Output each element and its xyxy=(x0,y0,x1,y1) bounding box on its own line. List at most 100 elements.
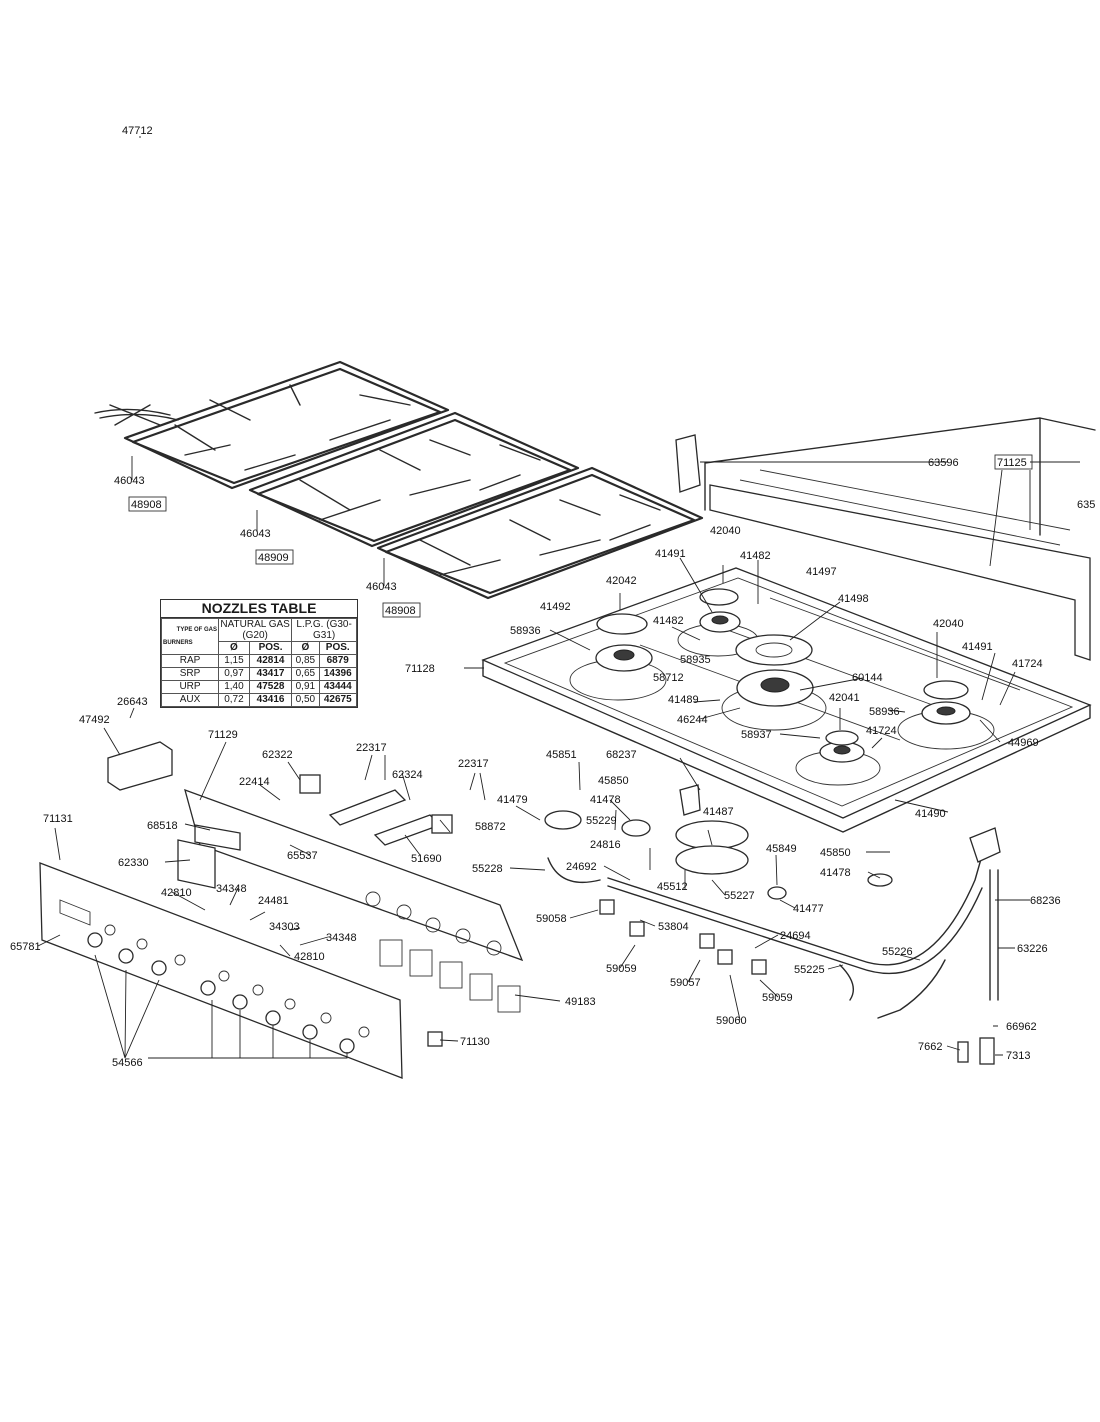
part-label: 41724 xyxy=(866,725,897,737)
lpg-pos-header: POS. xyxy=(318,641,358,655)
part-label: 46043 xyxy=(240,528,271,540)
part-label: 71129 xyxy=(208,729,238,741)
part-label: 66962 xyxy=(1006,1021,1037,1033)
part-label: 55227 xyxy=(724,890,755,902)
lpg-pos-cell: 42675 xyxy=(318,693,358,707)
leader-lines xyxy=(37,136,1080,1059)
part-label: 41491 xyxy=(655,548,686,560)
ng-pos-cell: 47528 xyxy=(248,680,293,694)
part-label: 71131 xyxy=(43,813,73,825)
part-label: 58936 xyxy=(869,706,900,718)
part-label: 45512 xyxy=(657,881,688,893)
lpg-diameter-cell: 0,50 xyxy=(291,693,320,707)
part-label: 41489 xyxy=(668,694,699,706)
part-label: 46043 xyxy=(366,581,397,593)
nozzles-table-title: NOZZLES TABLE xyxy=(161,600,357,618)
ng-diameter-cell: 0,97 xyxy=(218,667,250,681)
part-label: 60144 xyxy=(852,672,883,684)
part-label: 45849 xyxy=(766,843,797,855)
part-label: 63596 xyxy=(928,457,959,469)
ng-pos-header: POS. xyxy=(248,641,293,655)
part-label: 68518 xyxy=(147,820,178,832)
part-label: 59060 xyxy=(716,1015,747,1027)
burner-cell: URP xyxy=(161,680,219,694)
burner-cell: AUX xyxy=(161,693,219,707)
part-label: 635 xyxy=(1077,499,1095,511)
part-label: 42041 xyxy=(829,692,860,704)
part-label: 49183 xyxy=(565,996,596,1008)
ng-pos-cell: 43416 xyxy=(248,693,293,707)
part-label: 68237 xyxy=(606,749,637,761)
part-label: 24692 xyxy=(566,861,597,873)
ng-diameter-header: Ø xyxy=(218,641,250,655)
part-label: 51690 xyxy=(411,853,442,865)
part-label: 41490 xyxy=(915,808,946,820)
part-label: 44969 xyxy=(1008,737,1039,749)
lpg-diameter-cell: 0,85 xyxy=(291,654,320,668)
part-label: 59059 xyxy=(762,992,793,1004)
part-label: 48908 xyxy=(385,605,416,617)
part-label: 42810 xyxy=(294,951,325,963)
part-label: 41492 xyxy=(540,601,571,613)
part-label: 71128 xyxy=(405,663,435,675)
lpg-pos-cell: 14396 xyxy=(318,667,358,681)
part-label: 41477 xyxy=(793,903,824,915)
part-label: 46043 xyxy=(114,475,145,487)
burner-cell: RAP xyxy=(161,654,219,668)
part-label: 53804 xyxy=(658,921,689,933)
part-label: 63226 xyxy=(1017,943,1048,955)
part-label: 7313 xyxy=(1006,1050,1030,1062)
table-row: URP 1,40 47528 0,91 43444 xyxy=(161,680,358,694)
part-label: 42810 xyxy=(161,887,192,899)
burner-front xyxy=(795,730,881,786)
grate-illustrations xyxy=(94,360,704,600)
part-label: 62322 xyxy=(262,749,293,761)
ng-diameter-cell: 1,40 xyxy=(218,680,250,694)
table-row: RAP 1,15 42814 0,85 6879 xyxy=(161,654,358,668)
part-label: 24481 xyxy=(258,895,289,907)
nozzles-table: NOZZLES TABLE TYPE OF GAS BURNERS NATURA… xyxy=(160,599,358,708)
part-label: 22414 xyxy=(239,776,270,788)
part-label: 45850 xyxy=(598,775,629,787)
part-label: 41498 xyxy=(838,593,869,605)
part-label: 48909 xyxy=(258,552,289,564)
part-label: 58936 xyxy=(510,625,541,637)
part-label: 59058 xyxy=(536,913,567,925)
lpg-header: L.P.G. (G30-G31) xyxy=(291,618,357,642)
part-label: 58712 xyxy=(653,672,684,684)
part-label: 26643 xyxy=(117,696,148,708)
part-label: 55226 xyxy=(882,946,913,958)
lpg-pos-cell: 43444 xyxy=(318,680,358,694)
part-label: 59059 xyxy=(606,963,637,975)
lpg-diameter-cell: 0,91 xyxy=(291,680,320,694)
part-label: 41478 xyxy=(820,867,851,879)
part-label: 55225 xyxy=(794,964,825,976)
part-label: 47712 xyxy=(122,125,153,137)
part-label: 58872 xyxy=(475,821,506,833)
part-label: 55229 xyxy=(586,815,617,827)
hob-top-illustration xyxy=(481,417,1096,833)
part-label: 41487 xyxy=(703,806,734,818)
part-label: 22317 xyxy=(458,758,489,770)
part-label: 41479 xyxy=(497,794,528,806)
gas-piping-illustration xyxy=(427,784,1001,1065)
part-label: 34303 xyxy=(269,921,300,933)
part-label: 48908 xyxy=(131,499,162,511)
part-label: 41478 xyxy=(590,794,621,806)
burner-right xyxy=(897,680,995,750)
table-row: SRP 0,97 43417 0,65 14396 xyxy=(161,667,358,681)
ng-pos-cell: 42814 xyxy=(248,654,293,668)
part-label: 68236 xyxy=(1030,895,1061,907)
part-label: 62324 xyxy=(392,769,423,781)
nozzles-grid: TYPE OF GAS BURNERS NATURAL GAS (G20) L.… xyxy=(161,618,358,707)
part-label: 42042 xyxy=(606,575,637,587)
part-label: 55228 xyxy=(472,863,503,875)
burner-center xyxy=(721,634,827,731)
part-label: 45851 xyxy=(546,749,577,761)
part-label: 62330 xyxy=(118,857,149,869)
part-label: 47492 xyxy=(79,714,110,726)
part-label: 42040 xyxy=(933,618,964,630)
part-label: 22317 xyxy=(356,742,387,754)
part-number-labels: 47712 46043 48908 46043 48909 46043 4890… xyxy=(10,125,1095,1069)
